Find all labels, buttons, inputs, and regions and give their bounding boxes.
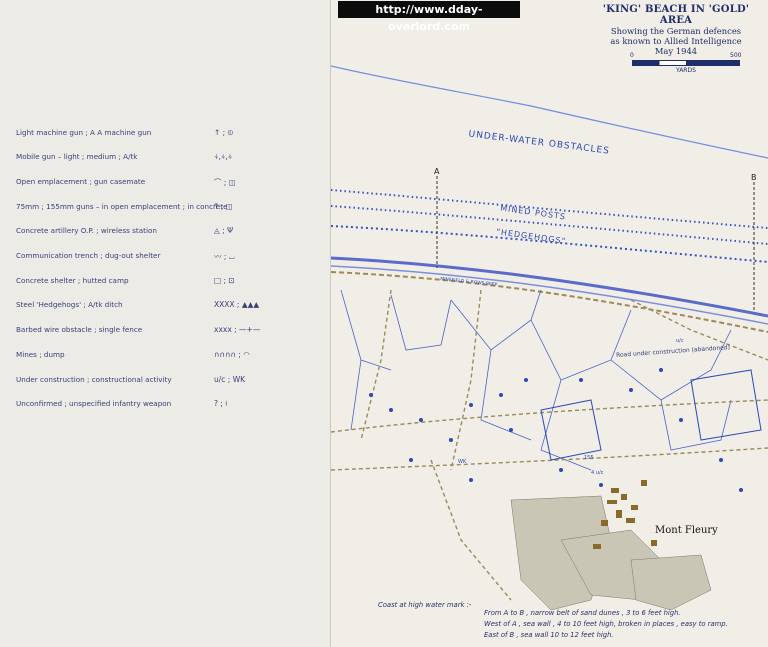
- legend-item-label: Open emplacement ; gun casemate: [16, 177, 146, 186]
- marker-b-label: B: [751, 173, 757, 182]
- coast-road: [331, 271, 768, 333]
- legend-item-symbol: ⍑ ; ◫: [214, 202, 233, 211]
- inland-roads: [331, 289, 768, 601]
- legend-item-label: Light machine gun ; A A machine gun: [16, 128, 152, 137]
- map-subtitle-line3: May 1944: [654, 46, 698, 56]
- legend-item-label: Under construction ; constructional acti…: [16, 375, 172, 384]
- legend-item-label: Concrete shelter ; hutted camp: [16, 276, 129, 285]
- hedgehog-line: [331, 225, 768, 263]
- label-wk: WK: [458, 459, 467, 465]
- built-up-area: [593, 480, 657, 549]
- legend-item-symbol: □ ; ⊡: [214, 276, 235, 285]
- coast-note-line1: From A to B , narrow belt of sand dunes …: [484, 609, 681, 617]
- map-subtitle-line2: as known to Allied Intelligence: [610, 36, 742, 46]
- legend-item-symbol: ⍭,⍭,⍭: [214, 152, 233, 161]
- sea-wall: [331, 265, 768, 325]
- map-title: 'KING' BEACH IN 'GOLD' AREA: [602, 4, 750, 26]
- marker-a-label: A: [434, 167, 440, 176]
- legend-item-label: Barbed wire obstacle ; single fence: [16, 325, 143, 334]
- defence-markers: [369, 368, 743, 492]
- legend-item-symbol: 〰 ; ⌴: [214, 252, 235, 261]
- underwater-obstacle-line-1: [331, 189, 768, 229]
- legend-item-symbol: ∩∩∩∩ ; ◠: [214, 350, 250, 359]
- field-boundaries: [340, 289, 732, 471]
- legend-item-label: Concrete artillery O.P. ; wireless stati…: [16, 226, 157, 235]
- coast-note-line2: West of A , sea wall , 4 to 10 feet high…: [484, 620, 728, 628]
- label-mont-fleury: Mont Fleury: [655, 525, 718, 536]
- legend-item-label: 75mm ; 155mm guns – in open emplacement …: [16, 202, 228, 211]
- wooded-area: [510, 495, 712, 611]
- underwater-obstacle-line-2: [331, 205, 768, 245]
- label-uc: u/c: [676, 338, 684, 344]
- offshore-line: [331, 65, 768, 159]
- legend-item-label: Unconfirmed ; unspecified infantry weapo…: [16, 399, 172, 408]
- coast-note-heading: Coast at high water mark :-: [378, 601, 472, 609]
- site-url-banner[interactable]: http://www.dday-overlord.com: [338, 1, 520, 33]
- legend-item-label: Communication trench ; dug-out shelter: [16, 251, 161, 260]
- legend-item-symbol: ↑ ; ⦶: [214, 128, 234, 137]
- scale-unit: YARDS: [676, 67, 696, 74]
- scale-bar: [632, 60, 740, 66]
- legend-item-symbol: ⌒ ; ◫: [214, 178, 236, 187]
- legend-item-symbol: ◬ ; Ψ: [214, 226, 233, 235]
- scale-max: 500: [730, 52, 742, 59]
- legend-item-label: Steel 'Hedgehogs' ; A/tk ditch: [16, 300, 123, 309]
- legend-item-symbol: ? ; ⍿: [214, 399, 228, 408]
- legend-item-label: Mobile gun – light ; medium ; A/tk: [16, 152, 138, 161]
- beach-map: [331, 65, 768, 611]
- map-title-block: 'KING' BEACH IN 'GOLD' AREA Showing the …: [596, 4, 756, 56]
- legend-item-label: Mines ; dump: [16, 350, 65, 359]
- scale-zero: 0: [630, 52, 634, 59]
- legend-item-symbol: xxxx ; —+—: [214, 325, 261, 334]
- label-155: 155: [584, 455, 594, 461]
- legend-item-symbol: u/c ; WK: [214, 375, 246, 384]
- strongpoint: [540, 369, 762, 461]
- map-subtitle-line1: Showing the German defences: [610, 26, 742, 36]
- legend-page: Light machine gun ; A A machine gun ↑ ; ⦶…: [0, 0, 331, 647]
- coast-note-line3: East of B , sea wall 10 to 12 feet high.: [484, 631, 614, 639]
- coastline: [331, 256, 768, 318]
- label-4uc: 4 u/c: [591, 470, 604, 476]
- legend-item-symbol: XXXX ; ▲▲▲: [214, 300, 260, 309]
